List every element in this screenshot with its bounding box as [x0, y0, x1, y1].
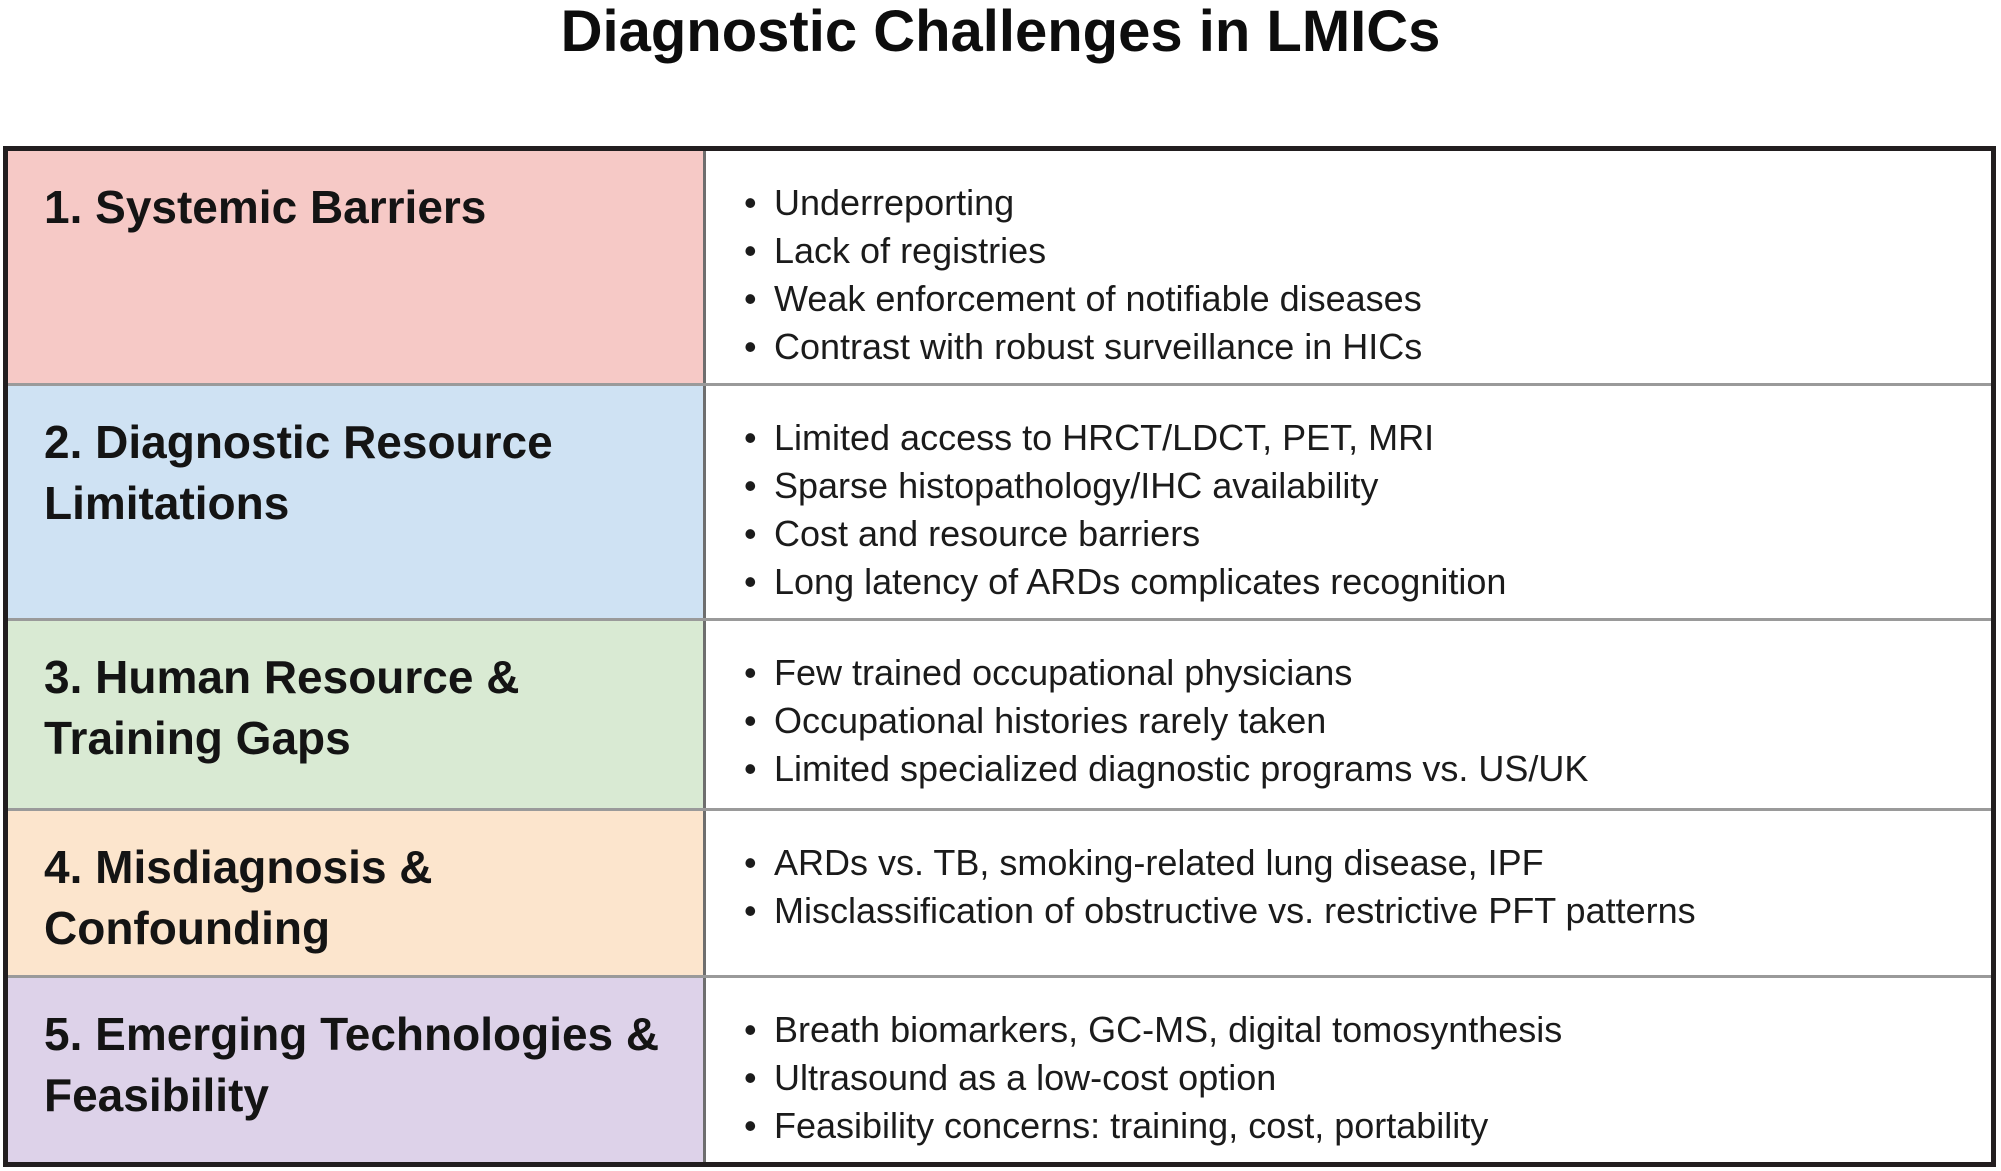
bullet-item: Lack of registries — [730, 227, 1971, 275]
bullet-item: Long latency of ARDs complicates recogni… — [730, 558, 1971, 606]
page-title: Diagnostic Challenges in LMICs — [560, 0, 1441, 64]
bullet-item: Breath biomarkers, GC-MS, digital tomosy… — [730, 1006, 1971, 1054]
bullet-list: Underreporting Lack of registries Weak e… — [706, 151, 1991, 371]
bullet-list: Few trained occupational physicians Occu… — [706, 621, 1991, 793]
bullet-item: Occupational histories rarely taken — [730, 697, 1971, 745]
category-cell: 3. Human Resource & Training Gaps — [8, 621, 706, 808]
bullet-item: ARDs vs. TB, smoking-related lung diseas… — [730, 839, 1971, 887]
table-row: 5. Emerging Technologies & Feasibility B… — [8, 975, 1991, 1162]
bullet-item: Misclassification of obstructive vs. res… — [730, 887, 1971, 935]
bullet-item: Limited specialized diagnostic programs … — [730, 745, 1971, 793]
category-title: 5. Emerging Technologies & Feasibility — [44, 1008, 660, 1121]
detail-cell: Underreporting Lack of registries Weak e… — [706, 151, 1991, 383]
detail-cell: Breath biomarkers, GC-MS, digital tomosy… — [706, 978, 1991, 1162]
bullet-list: Breath biomarkers, GC-MS, digital tomosy… — [706, 978, 1991, 1150]
detail-cell: Few trained occupational physicians Occu… — [706, 621, 1991, 808]
category-cell: 2. Diagnostic Resource Limitations — [8, 386, 706, 618]
bullet-list: Limited access to HRCT/LDCT, PET, MRI Sp… — [706, 386, 1991, 606]
table-row: 1. Systemic Barriers Underreporting Lack… — [8, 151, 1991, 383]
category-title: 4. Misdiagnosis & Confounding — [44, 841, 433, 954]
bullet-item: Few trained occupational physicians — [730, 649, 1971, 697]
bullet-item: Underreporting — [730, 179, 1971, 227]
bullet-list: ARDs vs. TB, smoking-related lung diseas… — [706, 811, 1991, 935]
bullet-item: Feasibility concerns: training, cost, po… — [730, 1102, 1971, 1150]
category-cell: 5. Emerging Technologies & Feasibility — [8, 978, 706, 1162]
bullet-item: Limited access to HRCT/LDCT, PET, MRI — [730, 414, 1971, 462]
table-row: 4. Misdiagnosis & Confounding ARDs vs. T… — [8, 808, 1991, 975]
category-cell: 4. Misdiagnosis & Confounding — [8, 811, 706, 975]
category-title: 3. Human Resource & Training Gaps — [44, 651, 520, 764]
category-cell: 1. Systemic Barriers — [8, 151, 706, 383]
detail-cell: Limited access to HRCT/LDCT, PET, MRI Sp… — [706, 386, 1991, 618]
bullet-item: Weak enforcement of notifiable diseases — [730, 275, 1971, 323]
category-title: 1. Systemic Barriers — [44, 181, 487, 233]
detail-cell: ARDs vs. TB, smoking-related lung diseas… — [706, 811, 1991, 975]
table-row: 3. Human Resource & Training Gaps Few tr… — [8, 618, 1991, 808]
bullet-item: Sparse histopathology/IHC availability — [730, 462, 1971, 510]
bullet-item: Cost and resource barriers — [730, 510, 1971, 558]
bullet-item: Ultrasound as a low-cost option — [730, 1054, 1971, 1102]
bullet-item: Contrast with robust surveillance in HIC… — [730, 323, 1971, 371]
category-title: 2. Diagnostic Resource Limitations — [44, 416, 553, 529]
diagnostic-challenges-table: 1. Systemic Barriers Underreporting Lack… — [3, 146, 1996, 1167]
table-row: 2. Diagnostic Resource Limitations Limit… — [8, 383, 1991, 618]
